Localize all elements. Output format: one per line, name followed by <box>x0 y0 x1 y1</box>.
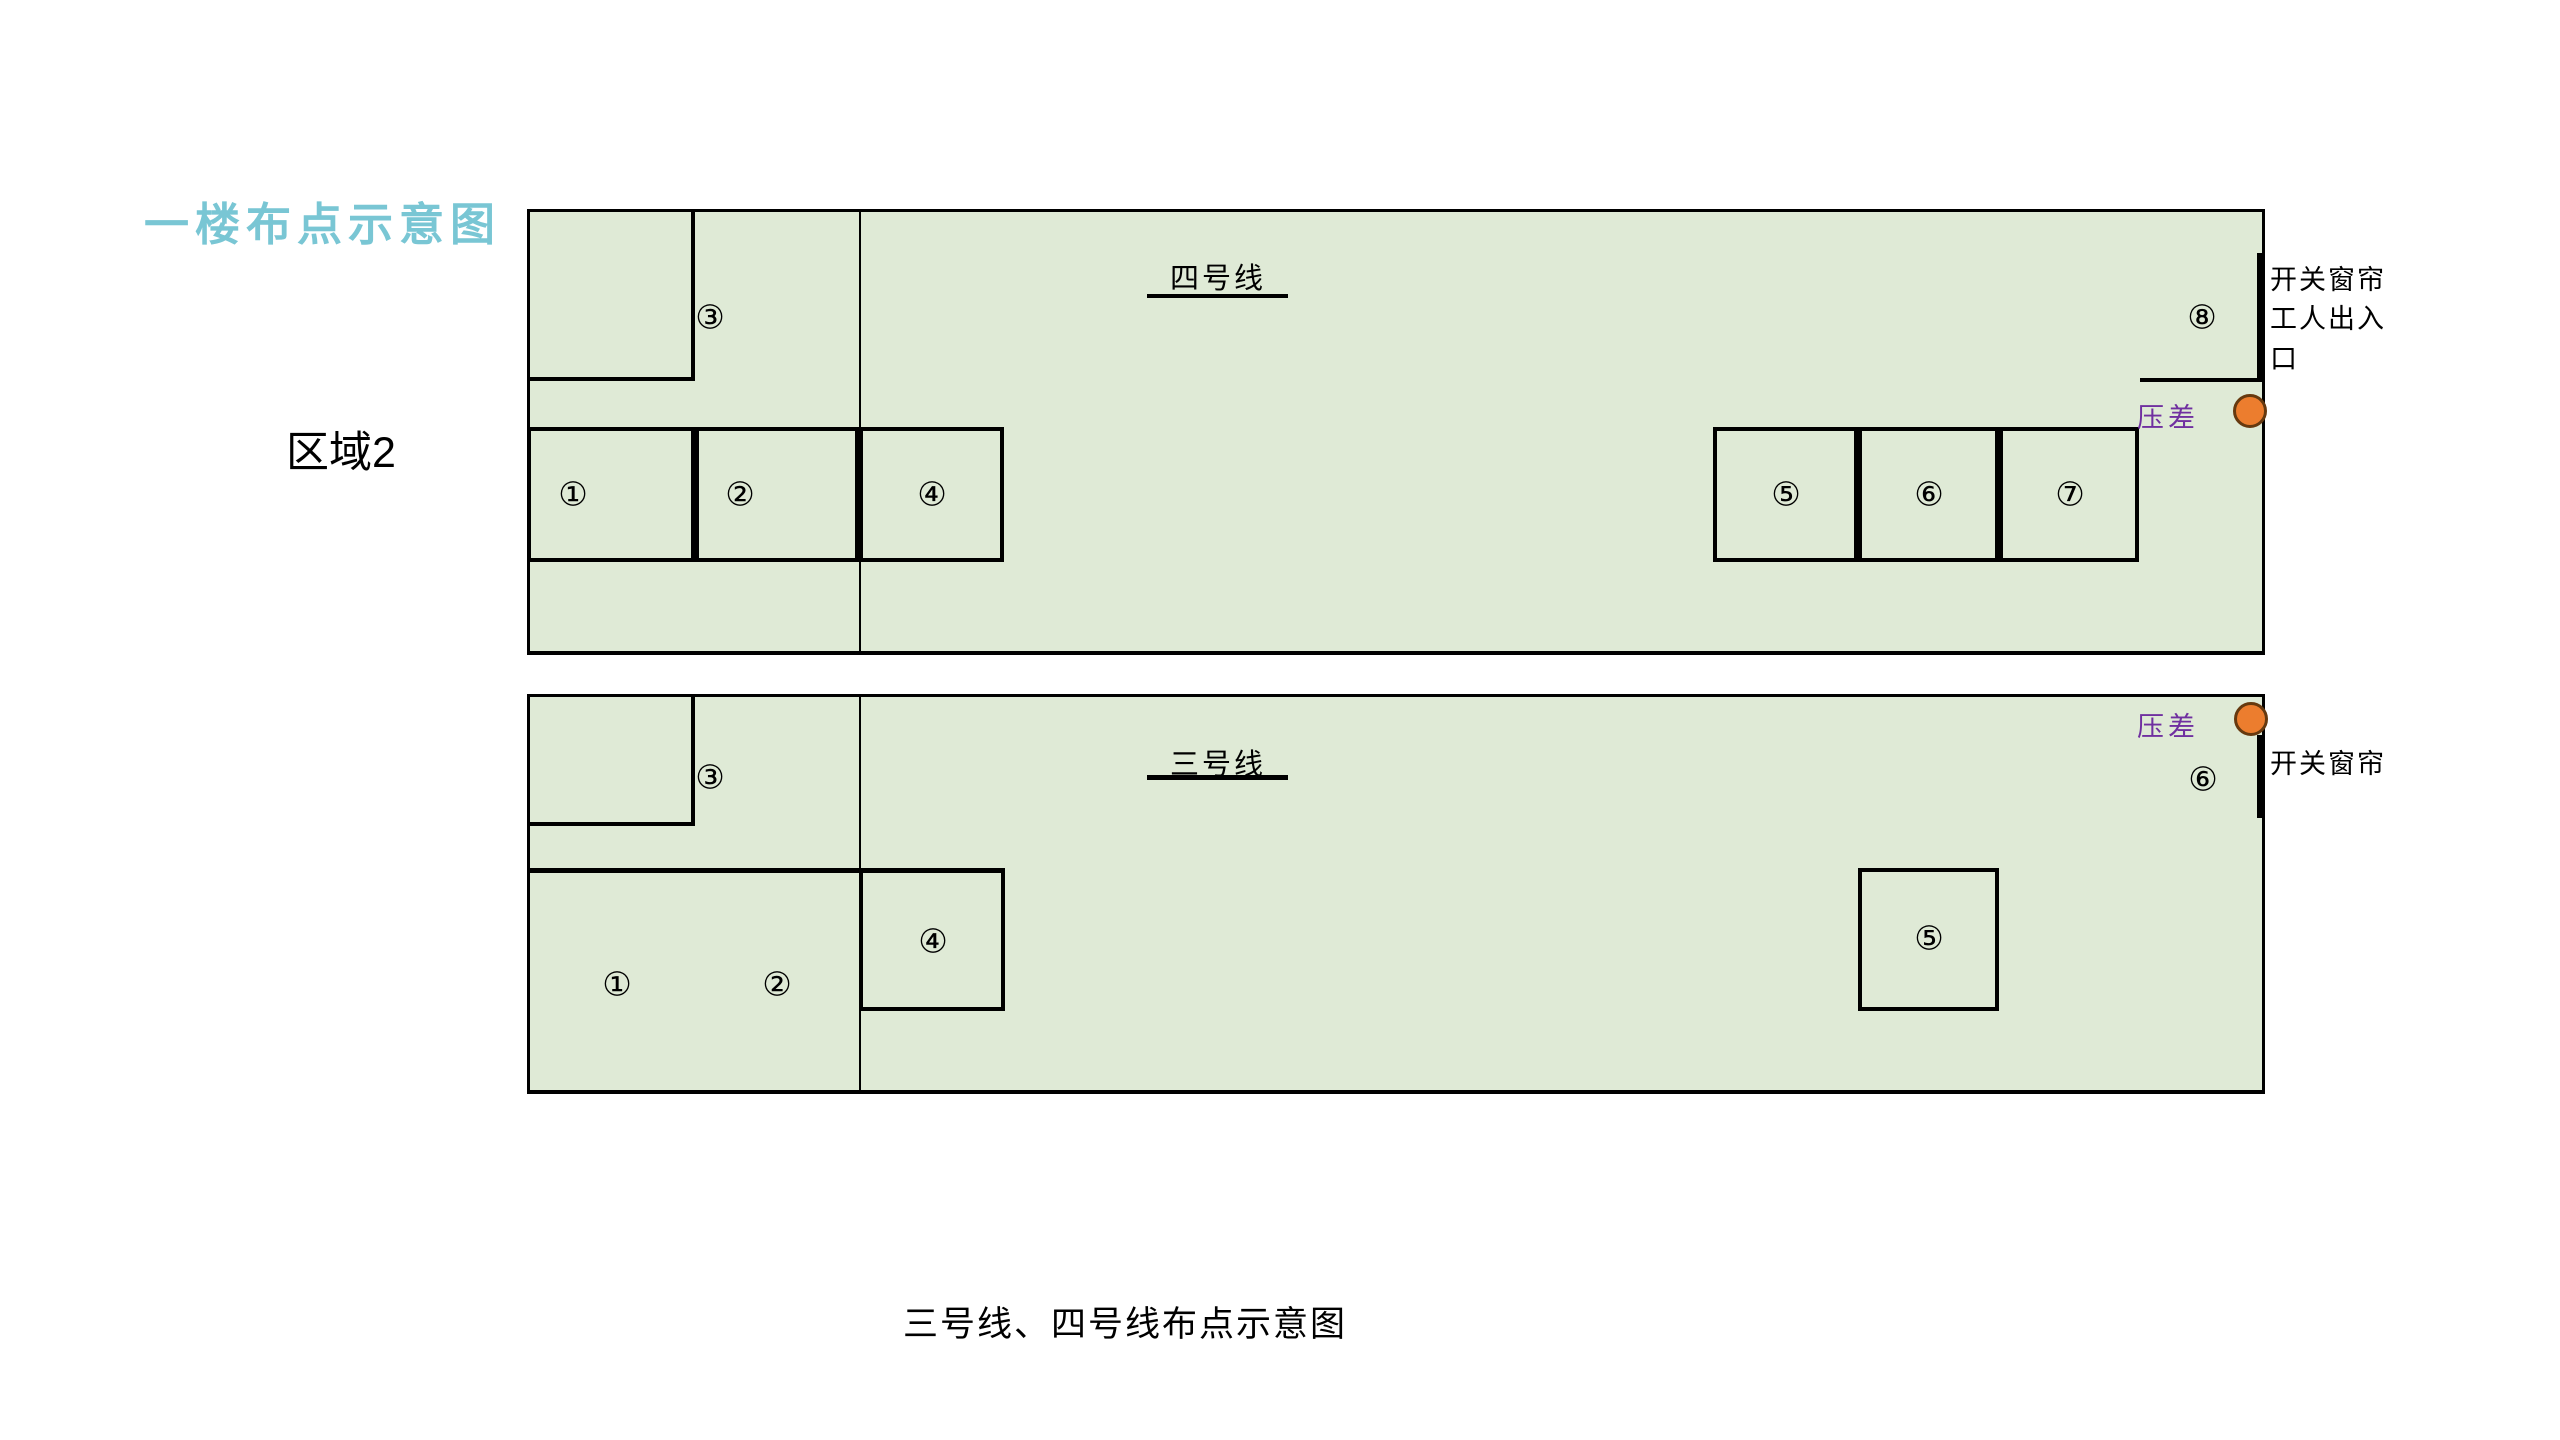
pressure-label: 压差 <box>2137 403 2199 433</box>
line4-room-7 <box>1999 427 2139 562</box>
line3-underline <box>1147 775 1288 780</box>
sensor-point-1: ① <box>602 964 632 1004</box>
line4-room-1 <box>527 427 695 562</box>
sensor-point-8: ⑧ <box>2187 297 2217 337</box>
entrance-door-wall <box>2257 253 2265 378</box>
pressure-sensor-marker <box>2234 702 2268 736</box>
floor-plan-line3: ① ② ③ ④ ⑤ ⑥ 三号线 压差 <box>527 694 2268 1094</box>
pressure-sensor-marker <box>2233 394 2267 428</box>
wall-bottom <box>527 1090 2265 1094</box>
line3-curtain-label: 开关窗帘 <box>2270 749 2386 779</box>
curtain-door-wall <box>2257 735 2265 818</box>
sensor-point-6: ⑥ <box>1914 474 1944 514</box>
diagram-caption: 三号线、四号线布点示意图 <box>903 1305 1348 1344</box>
line4-room-5 <box>1713 427 1858 562</box>
pressure-label: 压差 <box>2137 712 2199 742</box>
sensor-point-1: ① <box>558 474 588 514</box>
wall-right <box>2262 209 2265 655</box>
wall-left <box>527 694 530 1094</box>
line4-room-6 <box>1858 427 1999 562</box>
line4-underline <box>1147 294 1288 298</box>
wall-right <box>2262 694 2265 1094</box>
line3-room-4 <box>859 868 1005 1011</box>
sensor-point-3: ③ <box>695 297 725 337</box>
entrance-inner-wall <box>2140 378 2265 382</box>
sensor-point-3: ③ <box>695 757 725 797</box>
line3-corner-room <box>527 694 695 826</box>
wall-top <box>527 209 2265 212</box>
sensor-point-4: ④ <box>917 474 947 514</box>
sensor-point-5: ⑤ <box>1914 918 1944 958</box>
floor-plan-line4: ① ② ③ ④ ⑤ ⑥ ⑦ ⑧ 四号线 压差 <box>527 209 2267 655</box>
line4-corner-room <box>527 209 695 381</box>
line4-curtain-label: 开关窗帘 <box>2270 265 2386 295</box>
line4-room-4 <box>859 427 1004 562</box>
line4-name-label: 四号线 <box>1169 263 1266 295</box>
sensor-point-4: ④ <box>918 921 948 961</box>
sensor-point-6: ⑥ <box>2188 759 2218 799</box>
line3-room-5 <box>1858 868 1999 1011</box>
area-label: 区域2 <box>286 429 396 477</box>
sensor-point-5: ⑤ <box>1771 474 1801 514</box>
line4-entrance-label: 工人出入口 <box>2270 304 2386 374</box>
wall-top <box>527 694 2265 697</box>
line3-left-room-wall <box>527 868 1005 873</box>
page-title: 一楼布点示意图 <box>144 199 502 250</box>
sensor-point-7: ⑦ <box>2055 474 2085 514</box>
wall-bottom <box>527 651 2265 655</box>
line4-room-2 <box>695 427 859 562</box>
sensor-point-2: ② <box>725 474 755 514</box>
sensor-point-2: ② <box>762 964 792 1004</box>
